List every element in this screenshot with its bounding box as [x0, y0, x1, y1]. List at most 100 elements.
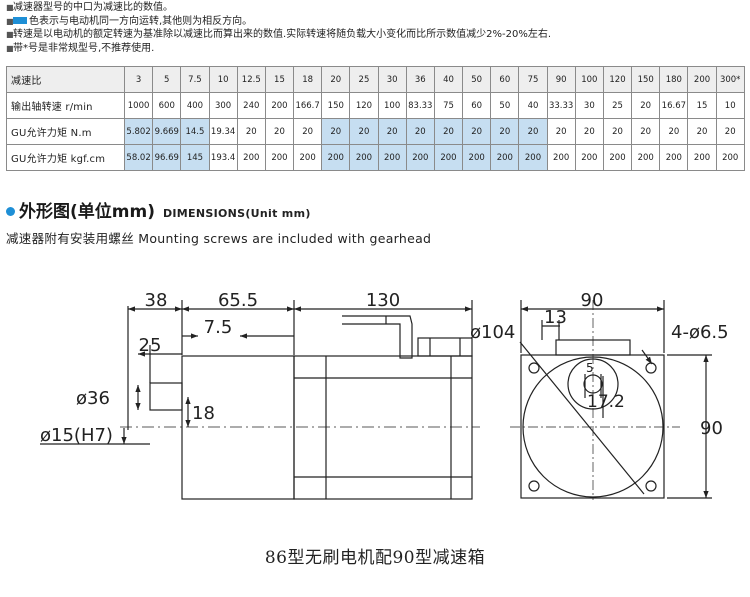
row-label: GU允许力矩 N.m: [6, 118, 125, 145]
dim-65-5: 65.5: [218, 290, 258, 311]
table-cell: 20: [433, 118, 464, 145]
dim-104: ø104: [470, 322, 515, 343]
table-cell: 96.69: [152, 144, 182, 171]
table-cell: 200: [349, 144, 379, 171]
table-cell: 20: [631, 118, 661, 145]
table-cell: 58.02: [123, 144, 154, 171]
table-cell: 16.67: [659, 92, 689, 119]
table-cell: 240: [236, 92, 266, 119]
table-cell: 200: [433, 144, 464, 171]
table-cell: 200: [715, 144, 745, 171]
ratio-cell: 75: [518, 66, 548, 93]
ratio-cell: 7.5: [180, 66, 210, 93]
table-cell: 120: [349, 92, 379, 119]
notes-block: ■减速器型号的中口为减速比的数值。 ■色表示与电动机同一方向运转,其他则为相反方…: [6, 1, 746, 55]
table-cell: 200: [321, 144, 351, 171]
table-cell: 33.33: [546, 92, 576, 119]
table-cell: 200: [631, 144, 661, 171]
dim-13: 13: [544, 307, 567, 328]
table-cell: 200: [687, 144, 717, 171]
table-cell: 19.34: [208, 118, 238, 145]
dim-25: 25: [139, 335, 162, 356]
table-cell: 40: [518, 92, 548, 119]
drawing-caption: 86型无刷电机配90型减速箱: [264, 548, 486, 568]
note-2: ■色表示与电动机同一方向运转,其他则为相反方向。: [6, 15, 253, 27]
dim-90-side: 90: [700, 418, 723, 439]
table-cell: 15: [687, 92, 717, 119]
table-cell: 20: [659, 118, 689, 145]
table-cell: 200: [264, 92, 295, 119]
table-cell: 200: [518, 144, 548, 171]
dim-7-5: 7.5: [204, 317, 233, 338]
dim-38: 38: [145, 290, 168, 311]
table-cell: 20: [349, 118, 379, 145]
table-cell: 20: [546, 118, 576, 145]
table-cell: 20: [462, 118, 492, 145]
ratio-cell: 3: [123, 66, 154, 93]
table-cell: 193.4: [208, 144, 238, 171]
table-cell: 20: [264, 118, 295, 145]
table-cell: 200: [546, 144, 576, 171]
ratio-cell: 25: [349, 66, 379, 93]
table-cell: 200: [293, 144, 323, 171]
ratio-cell: 5: [152, 66, 182, 93]
ratio-cell: 50: [462, 66, 492, 93]
ratio-cell: 200: [687, 66, 717, 93]
ratio-cell: 60: [490, 66, 520, 93]
table-cell: 200: [377, 144, 407, 171]
ratio-cell: 12.5: [236, 66, 266, 93]
table-cell: 200: [236, 144, 266, 171]
table-cell: 20: [715, 118, 745, 145]
row-label: GU允许力矩 kgf.cm: [6, 144, 125, 171]
table-cell: 83.33: [405, 92, 435, 119]
ratio-cell: 15: [264, 66, 295, 93]
section-title-en: DIMENSIONS(Unit mm): [162, 207, 311, 220]
dim-5: 5: [586, 361, 594, 375]
table-cell: 200: [264, 144, 295, 171]
ratio-cell: 36: [405, 66, 435, 93]
dim-36: ø36: [76, 388, 110, 409]
bullet-icon: ■: [6, 16, 14, 26]
table-cell: 20: [602, 118, 633, 145]
table-cell: 20: [631, 92, 661, 119]
ratio-cell: 300*: [715, 66, 745, 93]
dim-90-top: 90: [581, 290, 604, 311]
table-cell: 20: [321, 118, 351, 145]
note-3: ■转速是以电动机的额定转速为基准除以减速比而算出来的数值.实际转速将随负载大小变…: [6, 29, 552, 40]
ratio-cell: 18: [293, 66, 323, 93]
table-cell: 300: [208, 92, 238, 119]
table-cell: 200: [462, 144, 492, 171]
table-cell: 200: [602, 144, 633, 171]
section-subtitle: 减速器附有安装用螺丝 Mounting screws are included …: [6, 231, 432, 246]
table-cell: 1000: [123, 92, 154, 119]
table-cell: 600: [152, 92, 182, 119]
table-cell: 75: [433, 92, 464, 119]
table-cell: 150: [321, 92, 351, 119]
section-bullet-icon: [6, 207, 15, 216]
table-cell: 145: [180, 144, 210, 171]
ratio-cell: 20: [321, 66, 351, 93]
table-cell: 9.669: [152, 118, 182, 145]
table-cell: 20: [236, 118, 266, 145]
dim-17-2: 17.2: [587, 392, 625, 412]
ratio-cell: 10: [208, 66, 238, 93]
ratio-cell: 150: [631, 66, 661, 93]
note-4: ■带*号是非常规型号,不推荐使用.: [6, 42, 155, 54]
table-cell: 20: [490, 118, 520, 145]
bullet-icon: ■: [6, 30, 14, 39]
dim-130: 130: [366, 290, 400, 311]
ratio-cell: 120: [602, 66, 633, 93]
row-label: 减速比: [6, 66, 125, 93]
note-1: ■减速器型号的中口为减速比的数值。: [6, 2, 173, 13]
table-cell: 20: [377, 118, 407, 145]
dim-4-6-5: 4-ø6.5: [671, 322, 729, 343]
table-cell: 20: [687, 118, 717, 145]
row-label: 输出轴转速 r/min: [6, 92, 125, 119]
table-cell: 5.802: [123, 118, 154, 145]
table-cell: 14.5: [180, 118, 210, 145]
